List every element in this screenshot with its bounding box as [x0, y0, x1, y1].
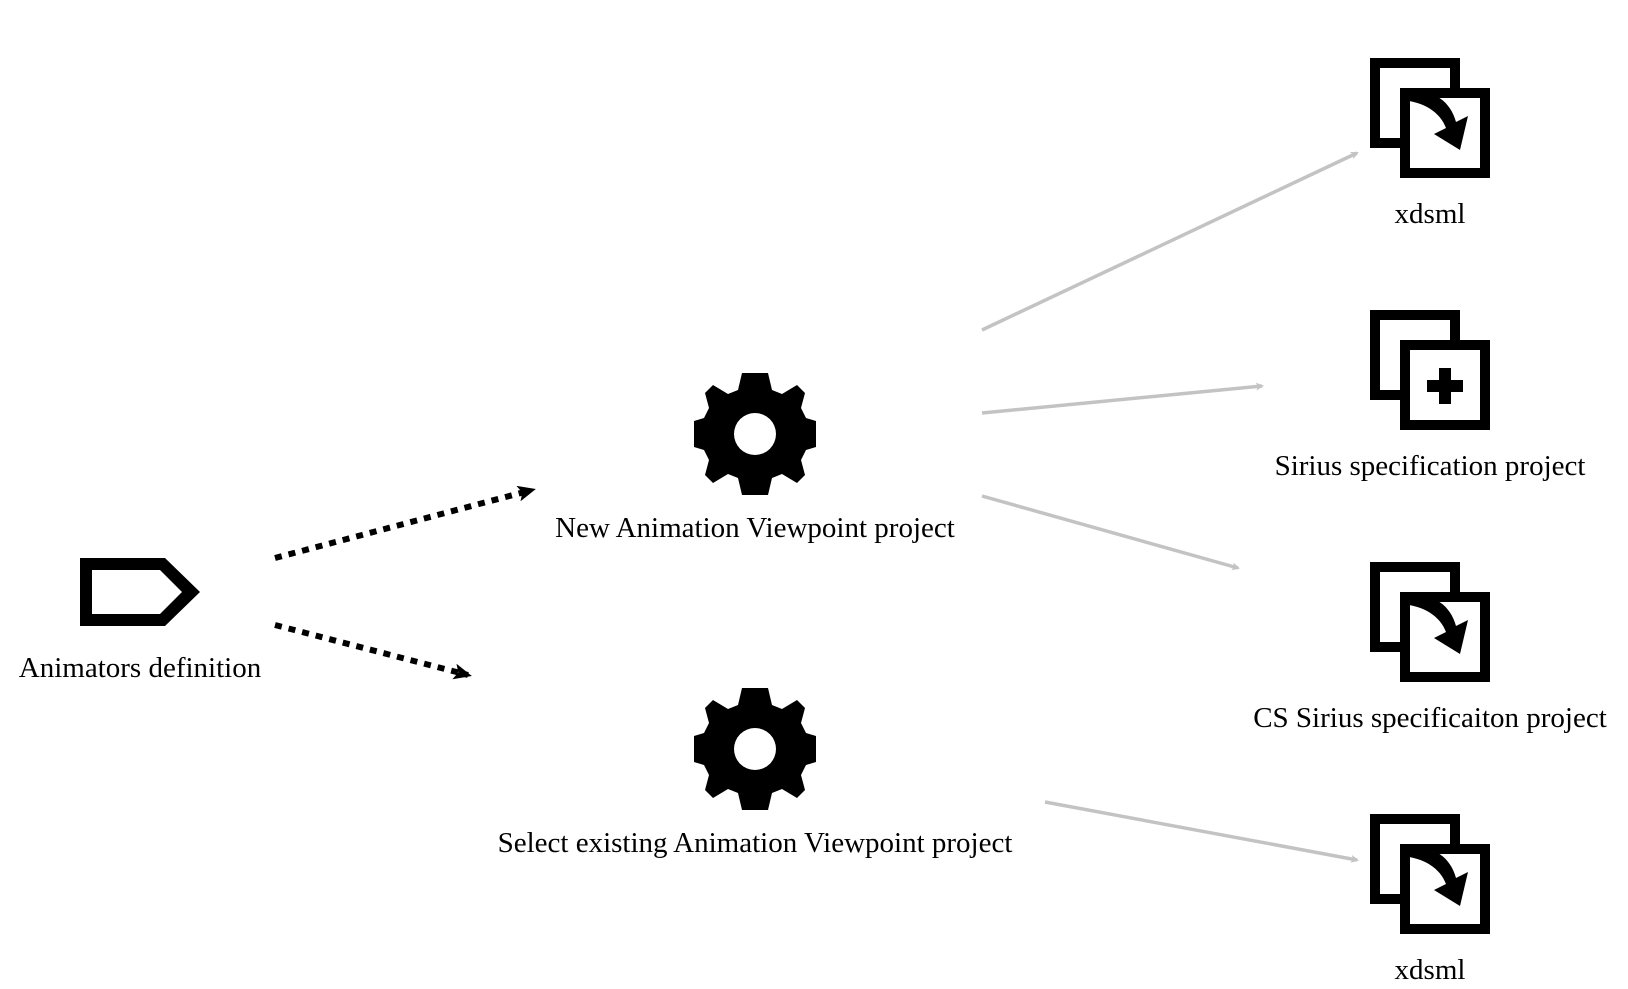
node-label: Select existing Animation Viewpoint proj… [498, 827, 1013, 859]
import-project-icon [1370, 814, 1490, 934]
node-cs-sirius-spec-project[interactable]: CS Sirius specificaiton project [1253, 562, 1607, 734]
node-label: CS Sirius specificaiton project [1253, 702, 1607, 734]
edge-select-viewpoint-to-xdsml-bottom [1044, 800, 1359, 863]
edge-new-viewpoint-to-cs-sirius-spec [981, 494, 1240, 571]
node-label: Sirius specification project [1275, 450, 1586, 482]
node-label: Animators definition [19, 652, 262, 684]
tag-icon [80, 558, 200, 626]
node-xdsml-top[interactable]: xdsml [1370, 58, 1490, 230]
import-project-icon [1370, 562, 1490, 682]
edge-animators-to-new-viewpoint [274, 485, 536, 561]
edge-animators-to-select-viewpoint [274, 622, 472, 680]
gear-icon [694, 688, 816, 810]
new-project-icon [1370, 310, 1490, 430]
node-new-viewpoint-project[interactable]: New Animation Viewpoint project [555, 373, 955, 544]
gear-icon [694, 373, 816, 495]
node-label: xdsml [1395, 198, 1466, 230]
edge-new-viewpoint-to-sirius-spec [981, 382, 1264, 415]
node-select-viewpoint-project[interactable]: Select existing Animation Viewpoint proj… [498, 688, 1013, 859]
node-label: New Animation Viewpoint project [555, 512, 955, 544]
node-sirius-spec-project[interactable]: Sirius specification project [1275, 310, 1586, 482]
node-label: xdsml [1395, 954, 1466, 986]
edge-new-viewpoint-to-xdsml-top [981, 151, 1359, 332]
node-xdsml-bottom[interactable]: xdsml [1370, 814, 1490, 986]
node-animators-definition[interactable]: Animators definition [19, 558, 262, 684]
import-project-icon [1370, 58, 1490, 178]
